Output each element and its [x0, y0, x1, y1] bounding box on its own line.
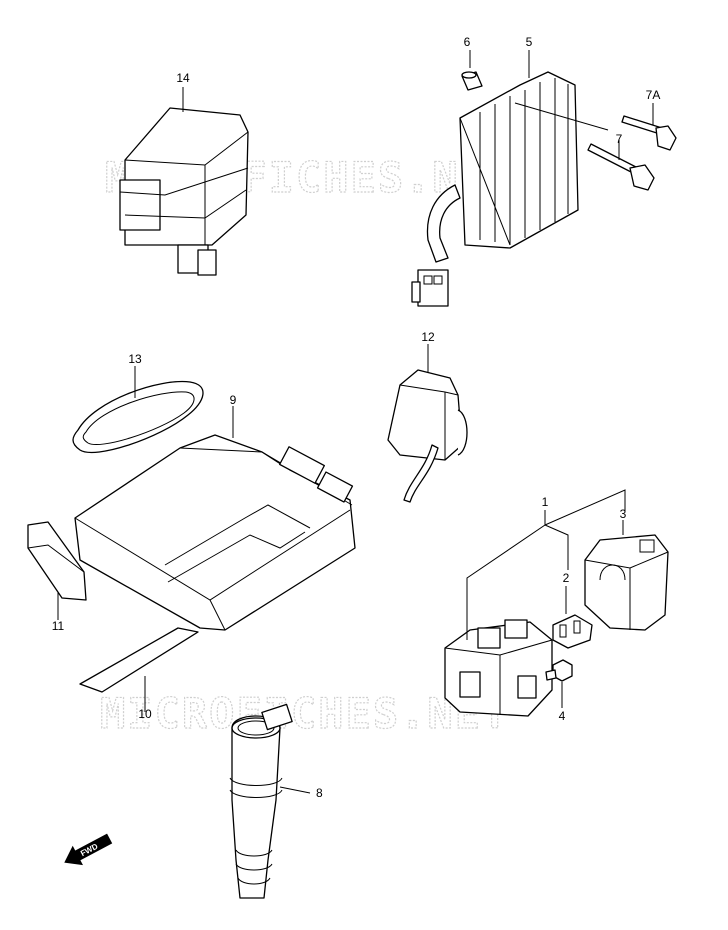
part-5-connector — [411, 269, 449, 307]
fwd-arrow-icon: FWD — [64, 833, 113, 866]
part-7-bolt — [587, 143, 655, 191]
part-7a-bolt — [621, 115, 677, 151]
callout-6: 6 — [464, 35, 471, 49]
callout-11: 11 — [52, 619, 65, 633]
part-13-seal — [72, 380, 204, 454]
callout-9: 9 — [230, 393, 237, 407]
callout-3: 3 — [620, 507, 627, 521]
part-6-collar — [461, 71, 483, 91]
part-4-screw — [545, 659, 573, 682]
part-5-regulator — [426, 71, 579, 263]
callout-13: 13 — [128, 352, 142, 366]
callout-8: 8 — [316, 786, 323, 800]
callout-7a: 7A — [646, 88, 661, 102]
part-11-pad — [27, 521, 87, 601]
callout-7: 7 — [616, 132, 623, 146]
leader-lines — [57, 50, 654, 794]
watermark-bottom: MICROFICHES.NET — [100, 689, 509, 738]
part-10-pad — [79, 627, 199, 693]
callout-12: 12 — [421, 330, 435, 344]
callout-4: 4 — [559, 709, 566, 723]
part-3-cover — [584, 534, 669, 631]
part-2-fuse — [552, 614, 593, 649]
part-1-fuse-box — [444, 619, 553, 717]
callout-10: 10 — [138, 707, 152, 721]
part-12-sensor — [387, 369, 468, 503]
callout-14: 14 — [176, 71, 190, 85]
callout-1: 1 — [542, 495, 549, 509]
part-9-ecm — [74, 434, 356, 631]
callout-2: 2 — [563, 571, 570, 585]
callout-5: 5 — [526, 35, 533, 49]
part-8-ignition-coil — [229, 703, 293, 899]
part-14-relay — [119, 107, 249, 276]
